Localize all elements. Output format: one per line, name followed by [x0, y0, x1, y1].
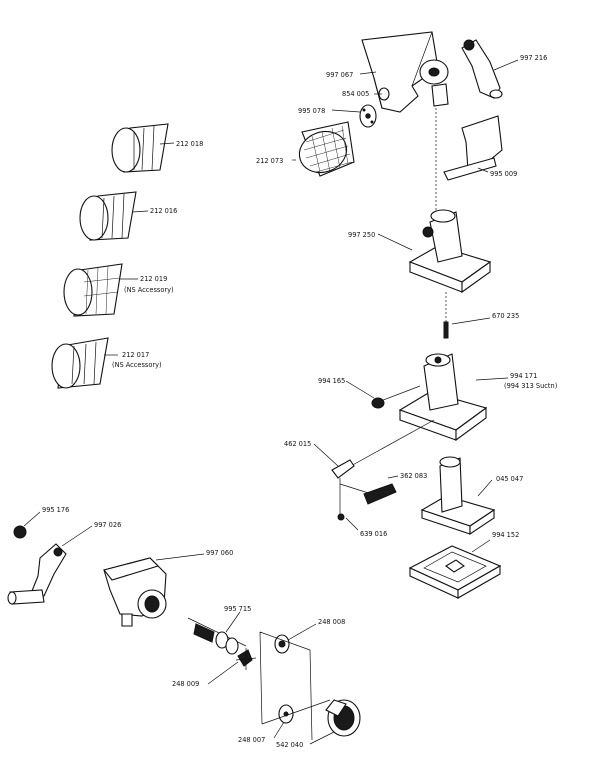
label-997026: 997 026: [94, 521, 121, 529]
label-854005: 854 005: [342, 90, 369, 98]
label-995176: 995 176: [42, 506, 69, 514]
hopper-assembly: [298, 31, 503, 181]
label-997067: 997 067: [326, 71, 353, 79]
base-997250: [408, 209, 492, 294]
label-997216: 997 216: [520, 54, 547, 62]
screw-994165: [371, 385, 421, 409]
label-670235: 670 235: [492, 312, 519, 320]
base-994152: [408, 545, 502, 599]
label-212018: 212 018: [176, 140, 203, 148]
label-995078: 995 078: [298, 107, 325, 115]
label-997250: 997 250: [348, 231, 375, 239]
label-212016: 212 016: [150, 207, 177, 215]
label-045047: 045 047: [496, 475, 523, 483]
part-labels: 997 216 997 067 854 005 995 078 212 073 …: [42, 54, 557, 749]
label-994171-note: (994 313 Suctn): [504, 382, 557, 390]
label-212073: 212 073: [256, 157, 283, 165]
label-212017-note: (NS Accessory): [112, 361, 162, 369]
base-994171: [398, 353, 488, 442]
cone-212016: [79, 191, 137, 241]
label-462015: 462 015: [284, 440, 311, 448]
label-994152: 994 152: [492, 531, 519, 539]
label-639016: 639 016: [360, 530, 387, 538]
label-362083: 362 083: [400, 472, 427, 480]
grinder-assembly: [7, 525, 361, 741]
label-248007: 248 007: [238, 736, 265, 744]
label-994171: 994 171: [510, 372, 537, 380]
cone-212018: [111, 123, 169, 173]
label-212019-note: (NS Accessory): [124, 286, 174, 294]
label-248009: 248 009: [172, 680, 199, 688]
label-995715: 995 715: [224, 605, 251, 613]
cone-212019: [63, 263, 123, 317]
label-995009: 995 009: [490, 170, 517, 178]
leader-lines: [23, 59, 519, 745]
label-997060: 997 060: [206, 549, 233, 557]
label-248008: 248 008: [318, 618, 345, 626]
cone-212017: [51, 337, 109, 389]
label-212017: 212 017: [122, 351, 149, 359]
label-994165: 994 165: [318, 377, 345, 385]
label-542040: 542 040: [276, 741, 303, 749]
clamp-assembly: [331, 419, 435, 521]
label-212019: 212 019: [140, 275, 167, 283]
base-045047: [420, 456, 496, 536]
